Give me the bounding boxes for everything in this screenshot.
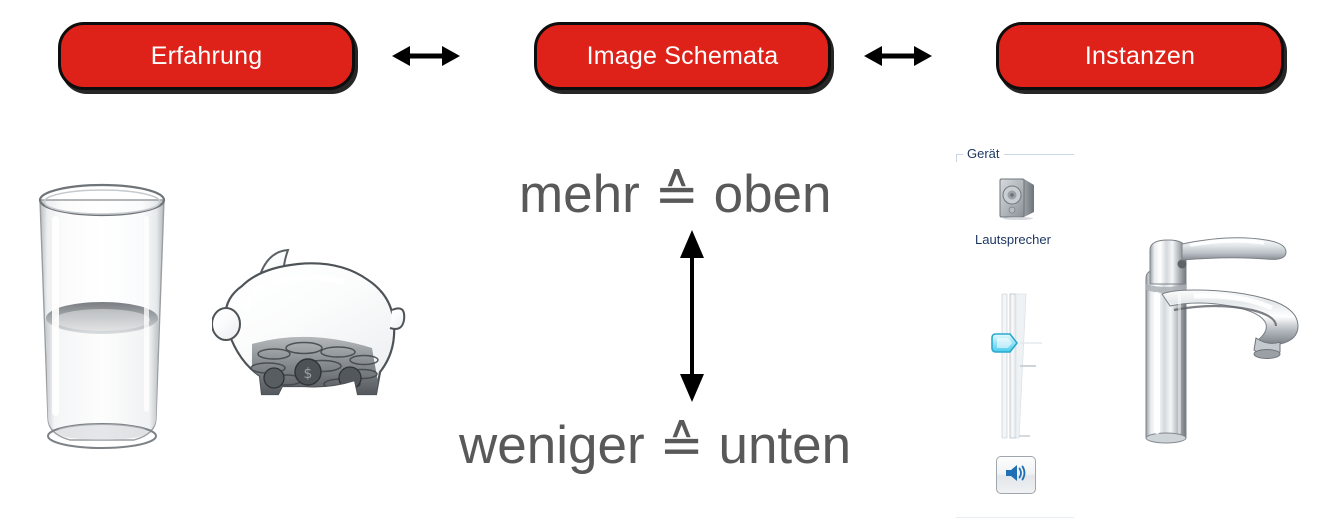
double-headed-horizontal-arrow-icon — [390, 37, 462, 75]
schema-upper-label: mehr ≙ oben — [519, 165, 832, 224]
piggy-bank-image: $ — [211, 228, 408, 414]
device-group-label: Gerät — [963, 146, 1004, 162]
group-box-frame — [956, 154, 1074, 155]
concept-box-instanzen[interactable]: Instanzen — [996, 22, 1284, 90]
group-box-frame-left — [956, 154, 957, 162]
glass-of-water-image — [18, 168, 186, 456]
speaker-device-icon — [996, 176, 1038, 221]
device-name-label: Lautsprecher — [975, 232, 1051, 247]
faucet-image — [1090, 232, 1322, 464]
schema-lower-label: weniger ≙ unten — [459, 416, 852, 475]
concept-box-erfahrung[interactable]: Erfahrung — [58, 22, 355, 90]
windows-volume-panel[interactable]: Gerät — [952, 144, 1074, 532]
mute-toggle-button[interactable] — [996, 456, 1036, 494]
double-headed-horizontal-arrow-icon — [862, 37, 934, 75]
concept-box-label: Erfahrung — [150, 41, 263, 70]
volume-slider[interactable] — [986, 288, 1050, 444]
svg-text:$: $ — [304, 366, 313, 382]
panel-divider — [956, 517, 1074, 518]
concept-box-image-schemata[interactable]: Image Schemata — [534, 22, 831, 90]
concept-box-label: Instanzen — [1084, 41, 1196, 70]
concept-box-label: Image Schemata — [586, 41, 779, 70]
double-headed-vertical-arrow-icon — [664, 230, 720, 402]
speaker-sound-on-icon — [1004, 463, 1028, 488]
